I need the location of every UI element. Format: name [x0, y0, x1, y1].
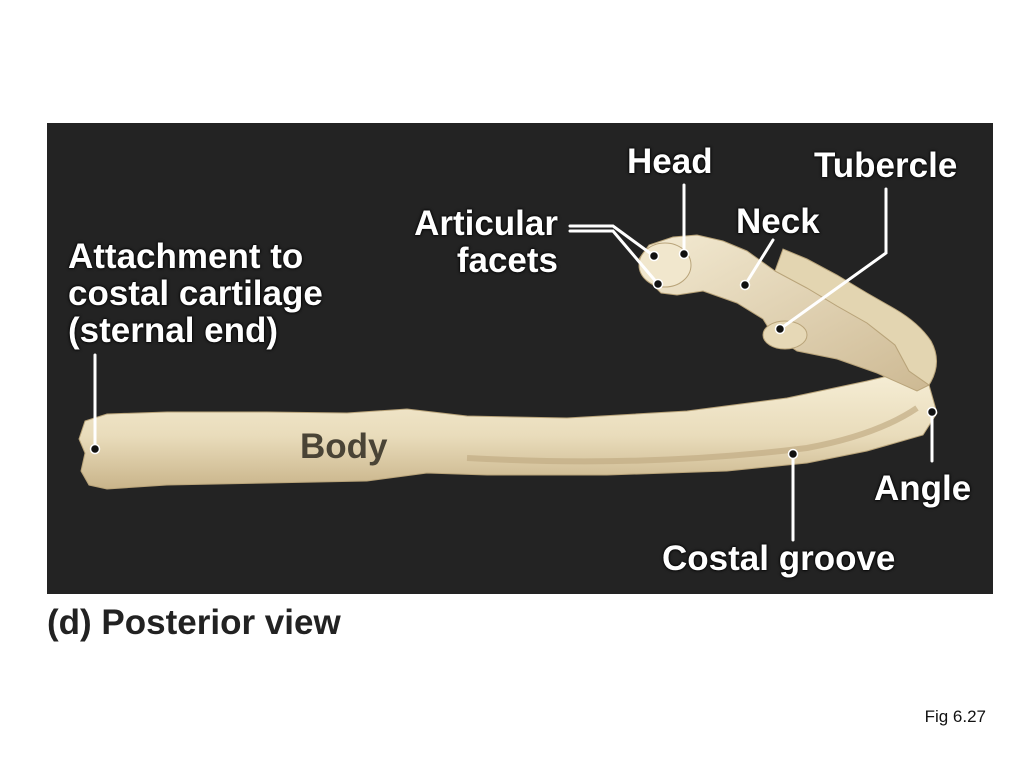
rib-body-shape [78, 370, 938, 490]
angle-pointer-dot [926, 406, 938, 418]
label-body: Body [300, 427, 388, 466]
label-tubercle: Tubercle [814, 146, 958, 185]
attachment-pointer-dot [89, 443, 101, 455]
tubercle-leader-line [778, 187, 888, 331]
figure-panel: Head Tubercle Neck Articular facets Atta… [47, 123, 993, 594]
rib-illustration [78, 183, 938, 542]
head-pointer-dot [678, 248, 690, 260]
label-costal-groove: Costal groove [662, 539, 896, 578]
tubercle-pointer-dot [774, 323, 786, 335]
label-angle: Angle [874, 469, 972, 508]
figure-caption: (d) Posterior view [47, 603, 341, 642]
label-neck: Neck [736, 202, 820, 241]
facet-pointer-dot-lower [652, 278, 664, 290]
label-articular-facets: Articular facets [414, 204, 558, 280]
label-head: Head [627, 142, 713, 181]
facets-leader-line-lower [568, 229, 660, 286]
costal-groove-shading [466, 405, 919, 465]
facets-leader-line-upper [568, 224, 656, 258]
figure-reference: Fig 6.27 [924, 707, 986, 726]
tubercle-knob [762, 320, 808, 350]
neck-pointer-dot [739, 279, 751, 291]
facet-pointer-dot-upper [648, 250, 660, 262]
label-attachment-sternal-end: Attachment to costal cartilage (sternal … [68, 237, 323, 350]
rib-angle-edge [774, 248, 937, 386]
costal-groove-pointer-dot [787, 448, 799, 460]
neck-leader-line [743, 238, 775, 287]
